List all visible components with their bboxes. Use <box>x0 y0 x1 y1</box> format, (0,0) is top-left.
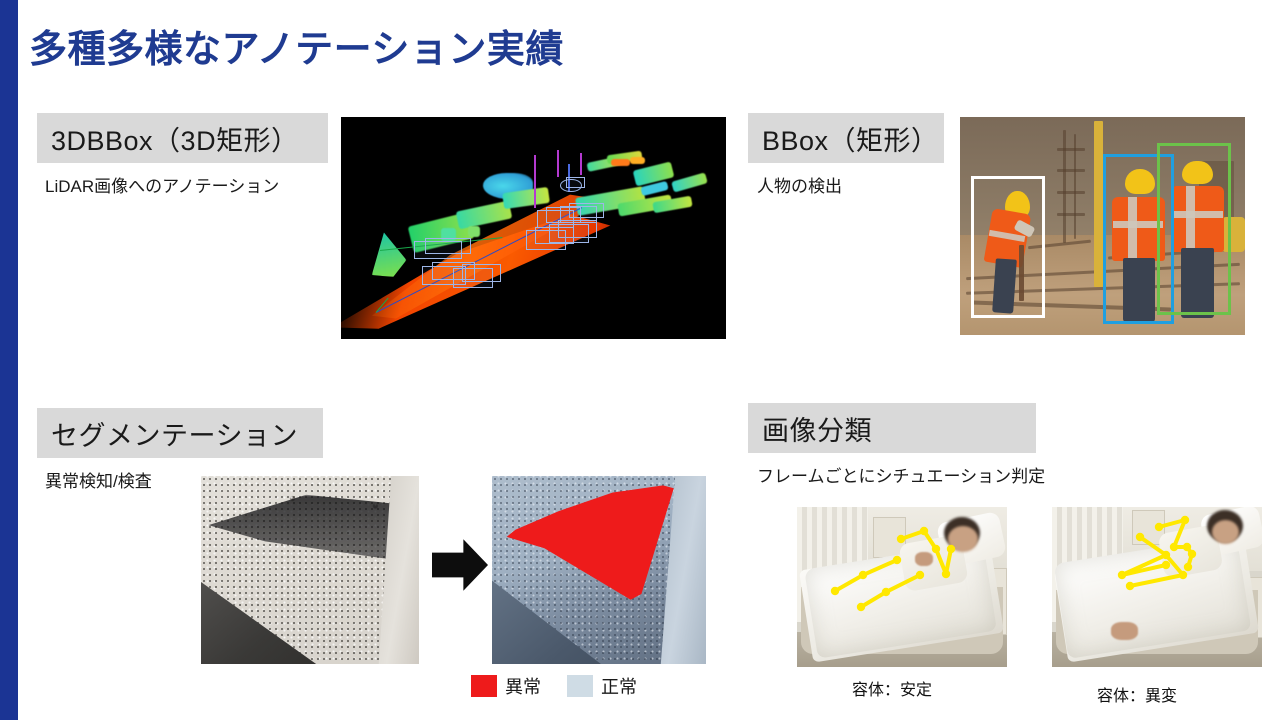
section-header-segmentation: セグメンテーション <box>37 408 323 458</box>
segmentation-legend: 異常 正常 <box>471 673 663 699</box>
bbox-annotation-blue <box>1102 154 1174 325</box>
section-title-classification: 画像分類 <box>762 415 872 446</box>
pose-skeleton-overlay-stable <box>830 526 956 612</box>
segmentation-after-image <box>492 476 706 664</box>
patient-bed-image-stable <box>797 507 1007 667</box>
legend-label-normal: 正常 <box>601 677 637 697</box>
caption-stable: 容体：安定 <box>852 682 933 699</box>
section-subtitle-classification: フレームごとにシチュエーション判定 <box>757 467 1046 486</box>
construction-site-image <box>960 117 1245 335</box>
legend-label-abnormal: 異常 <box>505 677 541 697</box>
pose-skeleton-overlay-abnormal <box>1117 515 1197 591</box>
section-title-segmentation: セグメンテーション <box>51 420 298 451</box>
section-subtitle-3dbbox: LiDAR画像へのアノテーション <box>45 177 280 196</box>
page-title: 多種多様なアノテーション実績 <box>29 29 564 71</box>
caption-abnormal: 容体：異変 <box>1097 688 1178 705</box>
bbox-annotation-green <box>1156 143 1231 316</box>
segmentation-before-image <box>201 476 419 664</box>
section-header-classification: 画像分類 <box>748 403 1036 453</box>
section-title-3dbbox: 3DBBox（3D矩形） <box>51 125 299 156</box>
legend-swatch-abnormal <box>471 675 497 697</box>
patient-bed-image-abnormal <box>1052 507 1262 667</box>
section-header-bbox: BBox（矩形） <box>748 113 944 163</box>
accent-bar <box>0 0 18 720</box>
legend-swatch-normal <box>567 675 593 697</box>
right-arrow-icon <box>432 539 488 591</box>
lidar-point-cloud-image <box>341 117 726 339</box>
section-title-bbox: BBox（矩形） <box>762 125 939 156</box>
section-header-3dbbox: 3DBBox（3D矩形） <box>37 113 328 163</box>
bbox-annotation-white <box>971 175 1046 318</box>
section-subtitle-bbox: 人物の検出 <box>757 177 842 196</box>
section-subtitle-segmentation: 異常検知/検査 <box>45 472 152 491</box>
